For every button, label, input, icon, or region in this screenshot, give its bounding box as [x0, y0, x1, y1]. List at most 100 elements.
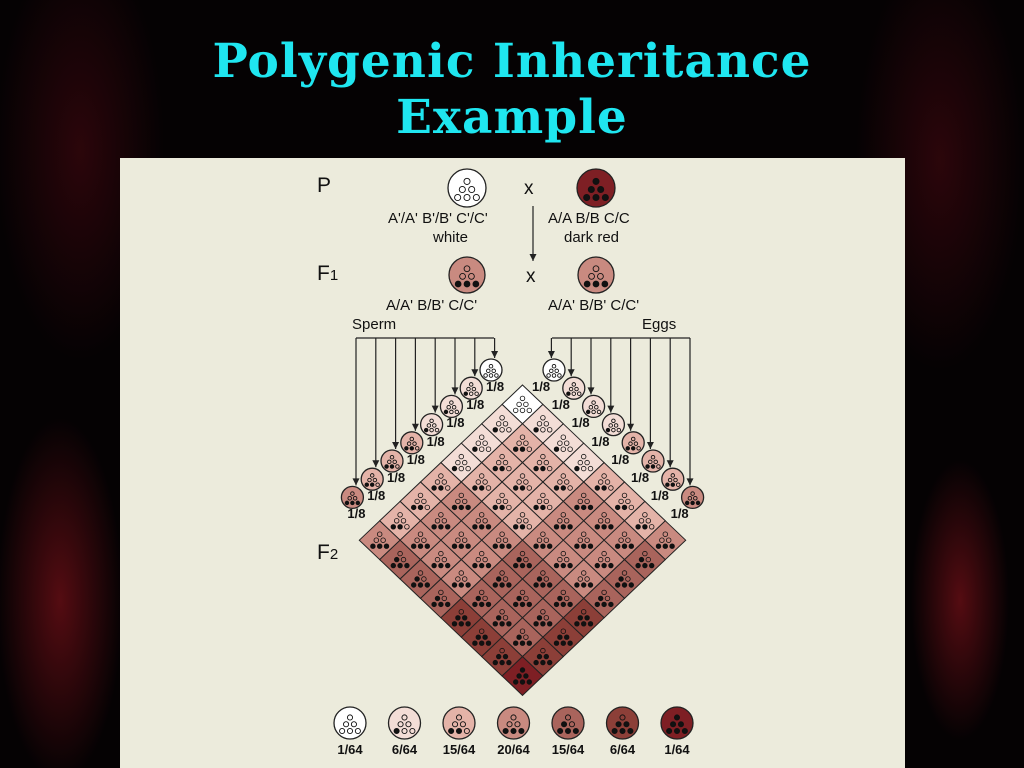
f2-cell-allele [533, 504, 539, 511]
egg-gamete-allele [630, 436, 636, 442]
f2-cell-genotype [431, 473, 451, 491]
f2-cell-allele [601, 512, 607, 518]
egg-gamete-allele [693, 496, 698, 501]
generation-p-label: P [317, 174, 332, 197]
f2-cell-allele [462, 537, 468, 543]
f2-cell-allele [587, 582, 594, 588]
egg-gamete-allele [605, 427, 611, 433]
f2-cell-genotype [513, 550, 532, 569]
f2-cell-allele [540, 492, 546, 499]
f2-cell-allele [434, 479, 441, 485]
f2-cell-allele [557, 518, 563, 524]
f2-cell-allele [581, 609, 587, 615]
f2-cell-allele [421, 498, 427, 505]
f2-class-circle-allele [677, 721, 684, 728]
f2-class-circle-body [605, 706, 640, 740]
f2-cell-genotype [513, 473, 532, 491]
f2-cell-allele [502, 459, 509, 466]
f2-class-circle-allele [666, 727, 673, 735]
f2-cell-allele [628, 504, 634, 511]
sperm-gamete [459, 376, 483, 400]
f2-cell-allele [553, 524, 560, 530]
egg-gamete-allele [611, 427, 616, 433]
f2-cell-allele [567, 485, 573, 491]
egg-gamete-allele [625, 446, 631, 451]
p-dark-red-circle-allele [583, 193, 591, 202]
p-white-circle-body [447, 168, 487, 208]
f2-cell-allele [540, 531, 546, 537]
f2-cell-allele [506, 582, 512, 588]
f2-cell-genotype [411, 492, 430, 511]
egg-arrow-head [646, 442, 654, 449]
f2-cell-allele [479, 550, 485, 557]
f2-cell-allele [628, 543, 634, 549]
p-dark-red-circle-allele [592, 193, 600, 202]
f2-cell-allele [621, 504, 628, 511]
p-dark-red-circle-body [576, 168, 616, 208]
sperm-gamete-allele [434, 427, 440, 433]
f2-cell-allele [540, 570, 546, 576]
f2-cell-allele [516, 634, 522, 640]
f2-cell-allele [615, 582, 621, 588]
f2-cell-allele [560, 512, 566, 518]
f2-cell-allele [577, 615, 583, 621]
f2-cell-allele [479, 473, 485, 479]
f2-cell-allele [417, 543, 424, 549]
f2-cell-allele [543, 421, 549, 427]
egg-gamete [562, 376, 586, 400]
f2-cell-allele [540, 504, 546, 511]
f2-cell-allele [451, 504, 458, 511]
f2-cell-allele [451, 543, 458, 549]
f2-cell-allele [451, 621, 458, 627]
egg-fraction: 1/8 [571, 415, 590, 431]
f2-cell-allele [659, 537, 665, 543]
f2-cell-allele [543, 498, 549, 505]
f2-cell-allele [547, 504, 553, 511]
egg-gamete-allele [611, 418, 616, 424]
f2-cell-allele [455, 576, 461, 582]
f2-cell-allele [557, 556, 563, 563]
f2-cell-allele [475, 556, 481, 563]
sperm-gamete-allele [375, 482, 380, 487]
f2-cell-allele [482, 479, 488, 485]
f2-cell-allele [397, 524, 403, 530]
f2-cell-allele [553, 562, 560, 569]
f2-cell-allele [536, 653, 543, 660]
f2-cell-allele [417, 492, 424, 499]
f2-cell-genotype [492, 492, 512, 511]
f2-cell-genotype [472, 434, 492, 452]
f2-cell-allele [465, 504, 471, 511]
f1-right-circle-allele [597, 273, 604, 280]
f2-class-circle-allele [572, 727, 579, 735]
egg-fraction: 1/8 [551, 397, 570, 413]
sperm-gamete [419, 412, 444, 437]
f2-cell-allele [390, 562, 396, 569]
f2-cell-allele [458, 609, 464, 615]
f2-cell-allele [581, 543, 587, 549]
f2-class-circle-body [442, 706, 476, 740]
f2-cell-genotype [390, 512, 410, 530]
f2-cell-allele [519, 550, 526, 557]
f2-cell-allele [400, 556, 407, 563]
f2-cell-allele [560, 434, 566, 440]
p-white-circle-allele [472, 193, 480, 202]
f1-right-genotype: A/A' B/B' C/C' [548, 297, 640, 314]
f2-cell-allele [598, 556, 604, 563]
f2-cell-allele [523, 595, 529, 602]
sperm-gamete [380, 449, 404, 473]
f2-cell-allele [547, 659, 553, 666]
f2-class-circle-allele [401, 727, 408, 735]
f1-right-circle-allele [592, 280, 600, 288]
cross-symbol-p: x [524, 178, 534, 199]
f2-cell-allele [604, 595, 611, 602]
egg-fraction: 1/8 [631, 470, 650, 485]
egg-gamete-allele [566, 391, 571, 396]
f2-cell-allele [485, 601, 492, 608]
f2-cell-allele [431, 524, 437, 530]
f2-cell-genotype [574, 453, 594, 472]
f2-cell-allele [519, 524, 526, 530]
f2-class-circle-allele [514, 721, 521, 728]
f2-cell-allele [560, 562, 566, 569]
f2-cell-genotype [553, 550, 573, 569]
egg-gamete-allele [546, 373, 551, 378]
